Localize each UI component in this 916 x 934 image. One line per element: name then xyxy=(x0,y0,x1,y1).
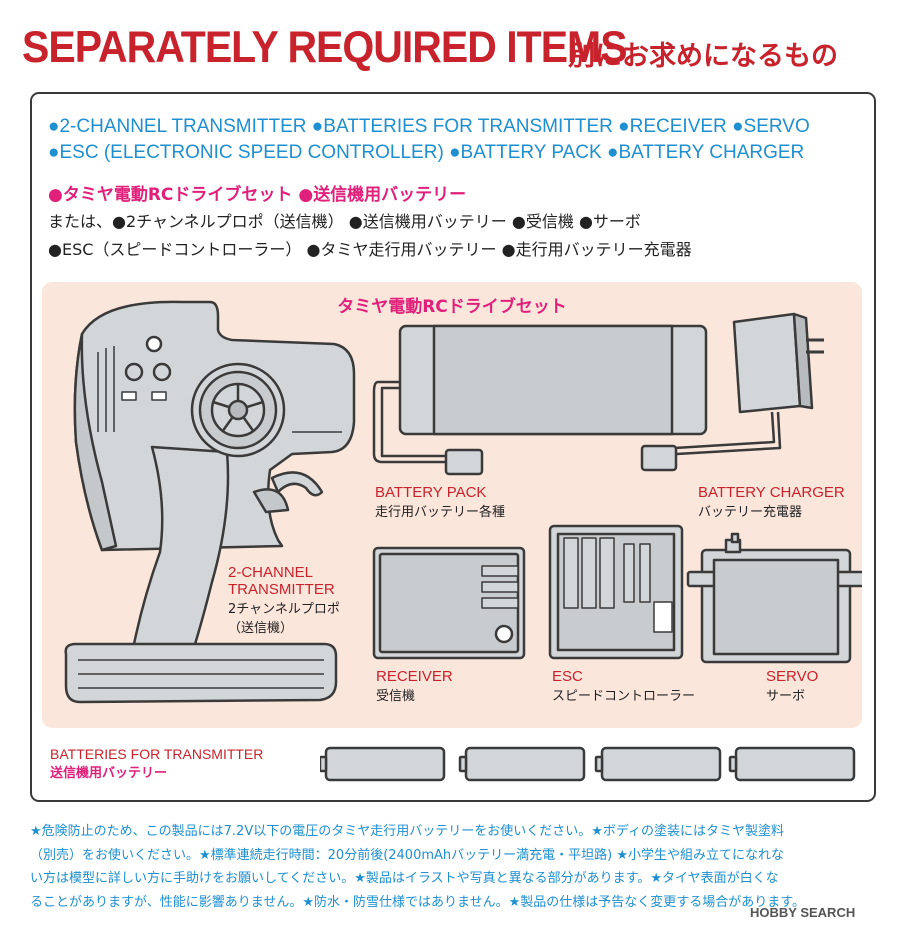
esc-label: ESC スピードコントローラー xyxy=(552,668,696,704)
watermark: HOBBY SEARCH xyxy=(750,905,856,920)
aa-battery xyxy=(320,746,446,782)
transmitter-illustration xyxy=(64,300,356,704)
aa-battery xyxy=(728,746,856,782)
required-items-en-line2: ●ESC (ELECTRONIC SPEED CONTROLLER) ●BATT… xyxy=(48,142,805,163)
esc-illustration xyxy=(548,524,684,660)
drive-set-illustration xyxy=(64,300,862,704)
caution-notes: ★危険防止のため、この製品には7.2V以下の電圧のタミヤ走行用バッテリーをお使い… xyxy=(30,820,886,914)
item-tx-batteries-en: BATTERIES FOR TRANSMITTER xyxy=(323,116,613,137)
note-line: ることがありますが、性能に影響ありません。★防水・防雪仕様ではありません。★製品… xyxy=(30,894,805,910)
drive-set-title: タミヤ電動RCドライブセット xyxy=(337,297,567,317)
tx-batteries-label: BATTERIES FOR TRANSMITTER 送信機用バッテリー xyxy=(50,746,264,781)
servo-illustration xyxy=(686,532,862,664)
item-tx-batteries-jp: 送信機用バッテリー xyxy=(313,185,467,205)
required-items-jp-line1: または、●2チャンネルプロポ（送信機） ●送信機用バッテリー ●受信機 ●サーボ xyxy=(48,212,641,231)
receiver-illustration xyxy=(372,546,526,660)
battery-pack-label: BATTERY PACK 走行用バッテリー各種 xyxy=(375,484,506,520)
aa-battery xyxy=(594,746,722,782)
page-title-jp: 別にお求めになるもの xyxy=(568,41,838,72)
page-title-en: SEPARATELY REQUIRED ITEMS xyxy=(22,22,628,72)
receiver-label: RECEIVER 受信機 xyxy=(376,668,453,704)
item-esc-en: ESC (ELECTRONIC SPEED CONTROLLER) xyxy=(59,142,444,163)
tx-batteries-illustration xyxy=(320,746,856,782)
item-transmitter-en: 2-CHANNEL TRANSMITTER xyxy=(59,116,307,137)
aa-battery xyxy=(458,746,586,782)
transmitter-label: 2-CHANNEL TRANSMITTER 2チャンネルプロポ （送信機） xyxy=(228,564,340,636)
battery-charger-illustration xyxy=(640,312,824,472)
servo-label: SERVO サーボ xyxy=(766,668,819,704)
required-items-jp-line2: ●ESC（スピードコントローラー） ●タミヤ走行用バッテリー ●走行用バッテリー… xyxy=(48,240,692,259)
note-line: ★危険防止のため、この製品には7.2V以下の電圧のタミヤ走行用バッテリーをお使い… xyxy=(30,824,784,839)
item-charger-en: BATTERY CHARGER xyxy=(618,142,805,163)
required-items-jp-highlight: ●タミヤ電動RCドライブセット ●送信機用バッテリー xyxy=(48,185,467,205)
drive-set-panel: タミヤ電動RCドライブセット xyxy=(42,282,862,728)
required-items-box xyxy=(30,92,876,802)
item-servo-en: SERVO xyxy=(743,116,810,137)
note-line: （別売）をお使いください。★標準連続走行時間：20分前後(2400mAhバッテリ… xyxy=(30,847,785,863)
or-prefix: または、 xyxy=(48,212,113,231)
item-receiver-en: RECEIVER xyxy=(629,116,727,137)
battery-pack-illustration xyxy=(372,324,708,476)
item-battery-pack-en: BATTERY PACK xyxy=(460,142,602,163)
note-line: い方は模型に詳しい方に手助けをお願いしてください。★製品はイラストや写真と異なる… xyxy=(30,871,779,886)
item-drive-set-jp: タミヤ電動RCドライブセット xyxy=(62,185,293,205)
battery-charger-label: BATTERY CHARGER バッテリー充電器 xyxy=(698,484,845,520)
required-items-en-line1: ●2-CHANNEL TRANSMITTER ●BATTERIES FOR TR… xyxy=(48,116,810,137)
